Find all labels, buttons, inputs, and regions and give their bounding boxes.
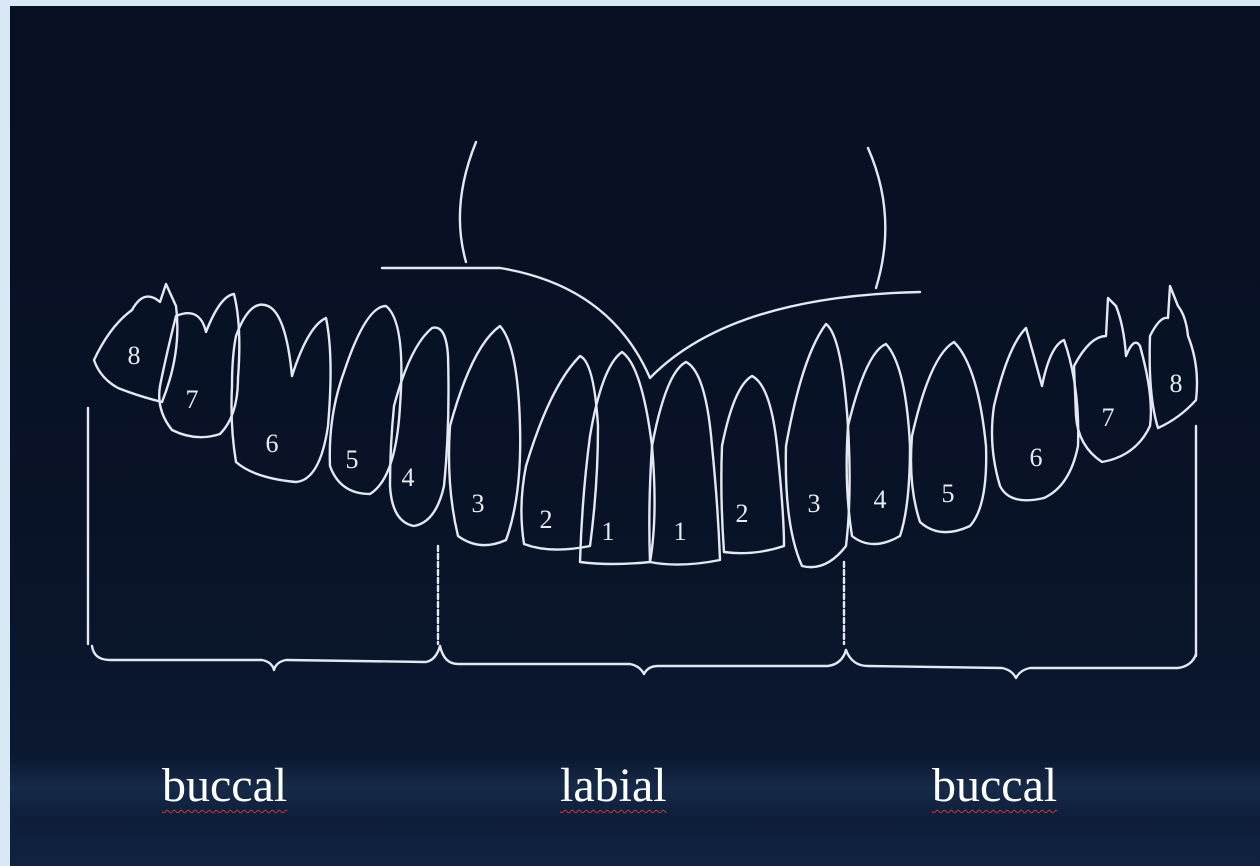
dental-arch-diagram: 8 7 6 5 4 3 2 1 1 2 3 4 5 6 7 8 bbox=[10, 6, 1260, 866]
diagram-slide: 8 7 6 5 4 3 2 1 1 2 3 4 5 6 7 8 buccal labial buccal bbox=[10, 6, 1260, 866]
tooth-number-left-7: 7 bbox=[186, 385, 199, 414]
tooth-number-right-3: 3 bbox=[808, 489, 821, 518]
tooth-number-left-2: 2 bbox=[540, 505, 553, 534]
tooth-number-right-7: 7 bbox=[1102, 403, 1115, 432]
region-braces bbox=[92, 646, 1196, 678]
arch-line bbox=[382, 142, 920, 378]
tooth-number-left-1: 1 bbox=[602, 517, 615, 546]
tooth-number-right-4: 4 bbox=[874, 485, 887, 514]
tooth-number-right-2: 2 bbox=[736, 499, 749, 528]
tooth-number-left-3: 3 bbox=[472, 489, 485, 518]
tooth-number-right-5: 5 bbox=[942, 479, 955, 508]
tooth-number-right-6: 6 bbox=[1030, 443, 1043, 472]
tooth-number-right-1: 1 bbox=[674, 517, 687, 546]
tooth-number-left-6: 6 bbox=[266, 429, 279, 458]
labial-label: labial bbox=[560, 758, 667, 813]
buccal-left-label: buccal bbox=[162, 758, 287, 813]
tooth-number-left-8: 8 bbox=[128, 341, 141, 370]
buccal-right-label: buccal bbox=[932, 758, 1057, 813]
tooth-number-left-4: 4 bbox=[402, 463, 415, 492]
tooth-number-left-5: 5 bbox=[346, 445, 359, 474]
tooth-outlines bbox=[94, 284, 1197, 567]
tooth-number-right-8: 8 bbox=[1170, 369, 1183, 398]
